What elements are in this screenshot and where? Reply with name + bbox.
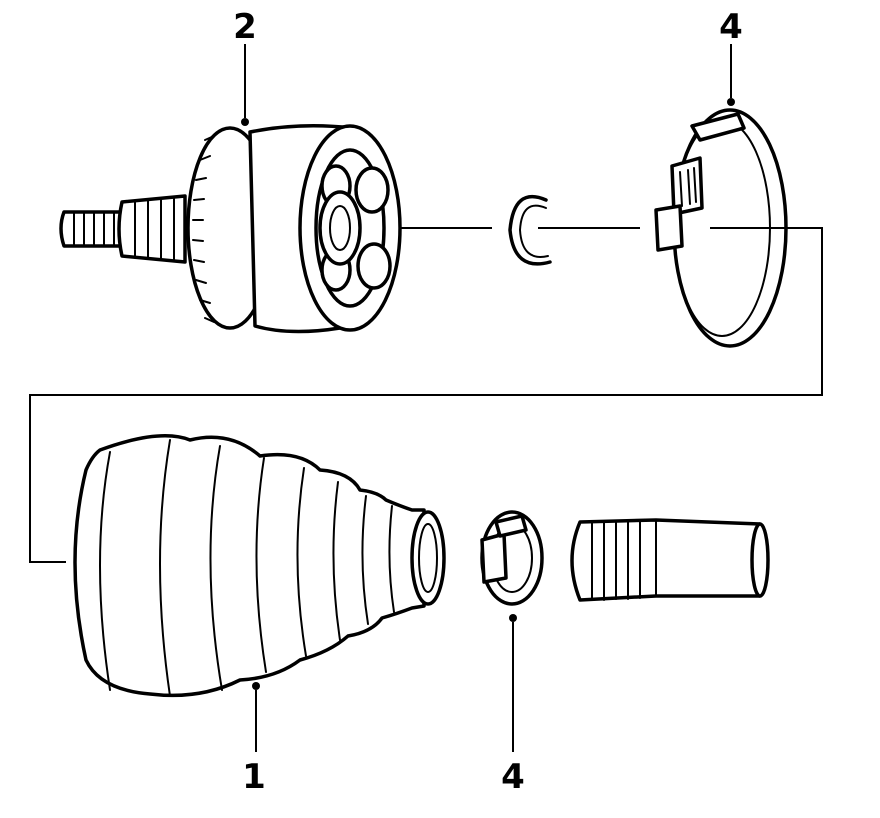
cv-boot-icon bbox=[73, 434, 446, 698]
large-boot-clamp-icon bbox=[654, 108, 788, 348]
callout-4-top: 4 bbox=[719, 7, 743, 47]
cv-joint-outer-icon bbox=[59, 124, 402, 334]
callout-2: 2 bbox=[233, 7, 257, 47]
callout-leader-4-top bbox=[727, 44, 735, 106]
callout-leader-2 bbox=[241, 44, 249, 126]
callout-1: 1 bbox=[242, 757, 266, 797]
callout-leader-4-bottom bbox=[509, 614, 517, 752]
drive-shaft-icon bbox=[570, 518, 770, 602]
small-boot-clamp-icon bbox=[480, 510, 544, 606]
callout-4-bottom: 4 bbox=[501, 757, 525, 797]
callout-leader-1 bbox=[252, 682, 260, 752]
circlip-icon bbox=[508, 194, 552, 266]
assembly-leader-line bbox=[29, 227, 823, 563]
